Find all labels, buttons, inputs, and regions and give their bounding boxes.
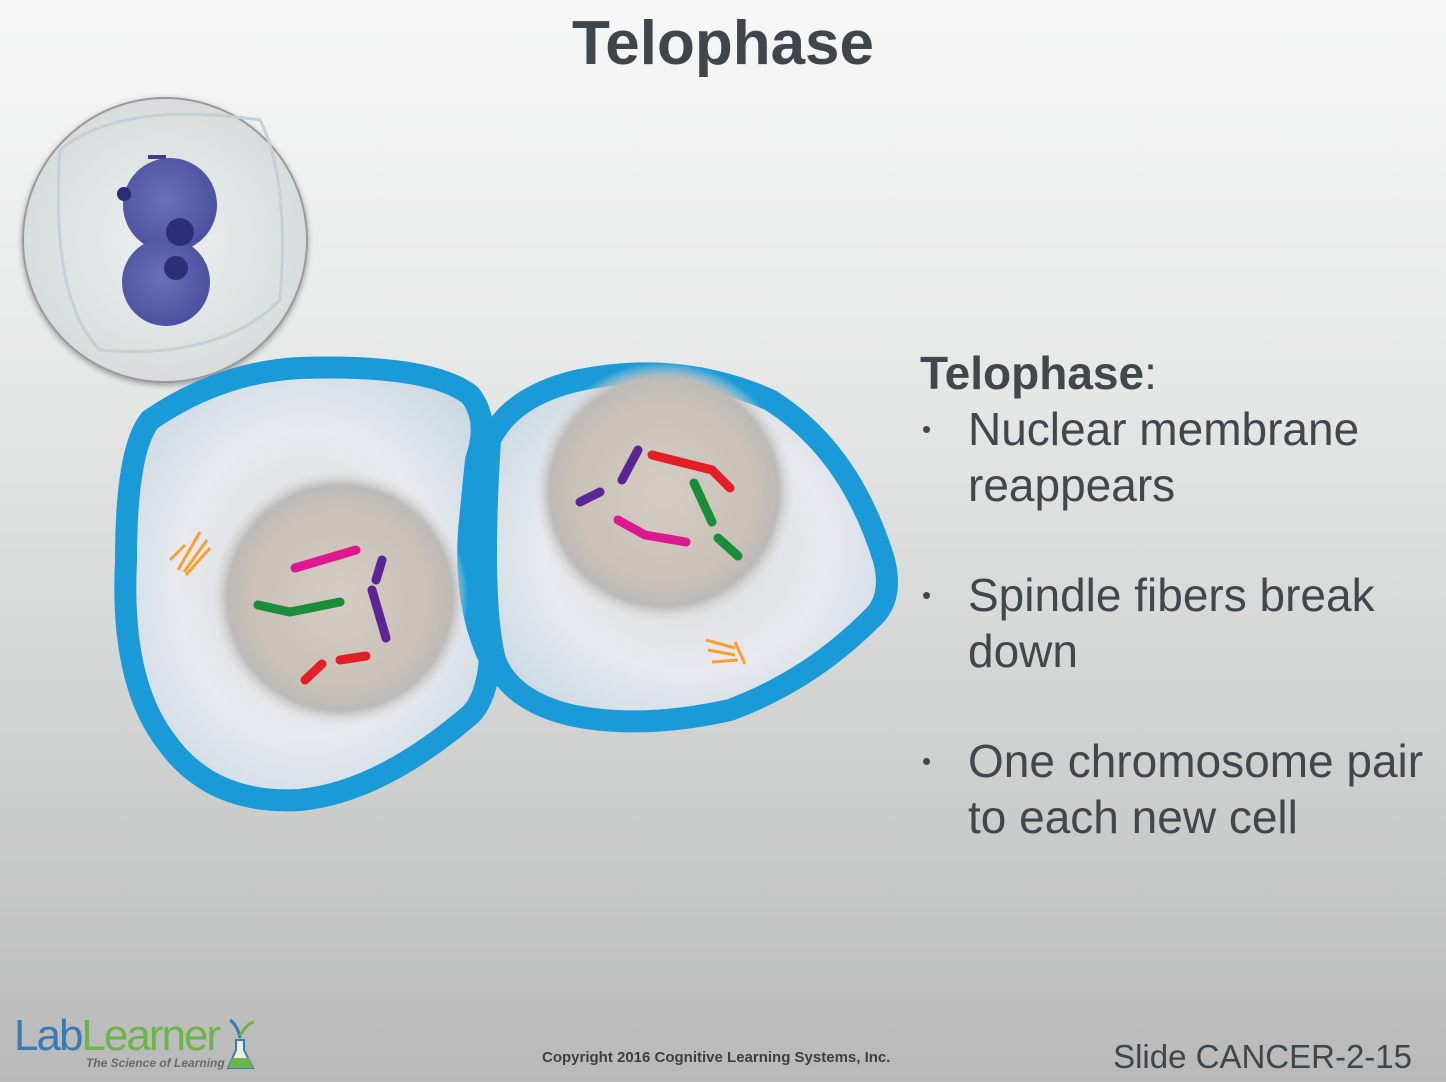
logo-tagline: The Science of Learning: [86, 1056, 225, 1070]
micrograph: [22, 97, 308, 383]
copyright-text: Copyright 2016 Cognitive Learning System…: [542, 1049, 891, 1066]
bullet-icon: •: [922, 580, 932, 610]
lablearner-logo: LabLearner The Science of Learning: [14, 1011, 255, 1070]
bullet-text: Nuclear membrane reappears: [968, 403, 1360, 511]
bullet-item: • One chromosome pair to each new cell: [920, 733, 1440, 845]
bullet-item: • Spindle fibers break down: [920, 567, 1440, 679]
info-heading-colon: :: [1144, 347, 1157, 399]
logo-lab: Lab: [14, 1011, 83, 1060]
daughter-cell-left: [114, 356, 501, 812]
bullet-text: Spindle fibers break down: [968, 569, 1375, 677]
bullet-icon: •: [922, 746, 932, 776]
info-heading-text: Telophase: [920, 347, 1145, 399]
telophase-illustration: [22, 97, 898, 812]
bullet-icon: •: [922, 414, 932, 444]
flask-icon: [226, 1018, 255, 1069]
bullet-text: One chromosome pair to each new cell: [968, 735, 1424, 843]
info-heading: Telophase:: [920, 345, 1440, 401]
logo-learner: Learner: [81, 1011, 221, 1060]
slide-number: Slide CANCER-2-15: [1113, 1038, 1412, 1075]
daughter-cell-right: [475, 362, 898, 733]
centriole: [705, 638, 747, 665]
slide-title: Telophase: [571, 9, 875, 78]
bullet-item: • Nuclear membrane reappears: [920, 401, 1440, 513]
nucleus-right: [534, 362, 794, 622]
bullet-list: • Nuclear membrane reappears • Spindle fib…: [920, 401, 1440, 845]
info-panel: Telophase: • Nuclear membrane reappears •…: [920, 345, 1440, 899]
centriole: [168, 531, 212, 576]
